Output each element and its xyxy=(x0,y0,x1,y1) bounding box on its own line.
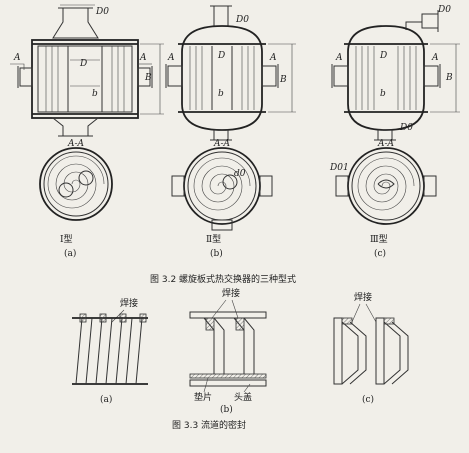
fig32b-top-dia-label: D0 xyxy=(235,15,249,25)
fig32c-bottom-dia-label: D0 xyxy=(399,123,413,133)
fig32c-main-dia-label: D xyxy=(379,51,387,61)
fig32b-height-label: B xyxy=(279,75,287,85)
fig33a-sub-label: (a) xyxy=(100,394,112,405)
fig32b-section: A-A d0 Ⅱ型 (b) xyxy=(171,139,273,259)
fig33-panel-c: 焊接 (c) xyxy=(333,291,409,405)
fig33b-head-label: 头盖 xyxy=(234,391,252,403)
fig32a-section-mark-left: A xyxy=(13,53,21,63)
fig33c-sub-label: (c) xyxy=(362,394,374,405)
fig32a-section: A-A Ⅰ型 (a) xyxy=(39,139,113,259)
fig32-panel-b: B D0 D b A A xyxy=(165,5,296,141)
fig32c-type-label: Ⅲ型 xyxy=(370,234,388,245)
fig32-caption: 图 3.2 螺旋板式热交换器的三种型式 xyxy=(150,273,296,285)
fig32b-sub-label: (b) xyxy=(210,248,223,259)
fig32a-main-dia-label: D xyxy=(79,59,87,69)
fig32c-section-label: A-A xyxy=(377,139,395,149)
fig32b-section-label: A-A xyxy=(213,139,231,149)
fig32c-section-mark-left: A xyxy=(335,53,343,63)
fig32b-section-mark-right: A xyxy=(269,53,277,63)
fig32c-sub-label: (c) xyxy=(374,248,386,259)
fig32-panel-a: B D0 D b A A xyxy=(10,4,164,137)
fig32a-section-label: A-A xyxy=(67,139,85,149)
fig32c-side-nozzle-label: D01 xyxy=(329,163,349,173)
fig33b-sub-label: (b) xyxy=(220,404,233,415)
fig33a-weld-label: 焊接 xyxy=(120,297,138,309)
fig32b-section-mark-left: A xyxy=(167,53,175,63)
fig32b-inner-label: b xyxy=(218,89,224,99)
fig33c-weld-label: 焊接 xyxy=(354,291,372,303)
fig32c-top-dia-label: D0 xyxy=(437,5,451,15)
fig32a-section-mark-right: A xyxy=(139,53,147,63)
fig32a-type-label: Ⅰ型 xyxy=(60,234,73,245)
fig33-panel-a: 焊接 (a) xyxy=(72,297,148,405)
fig32c-height-label: B xyxy=(445,73,453,83)
fig33b-weld-label: 焊接 xyxy=(222,287,240,299)
fig32b-main-dia-label: D xyxy=(217,51,225,61)
fig32b-center-label: d0 xyxy=(234,169,246,179)
fig32a-inner-label: b xyxy=(92,89,98,99)
fig32c-section: A-A D01 Ⅲ型 (c) xyxy=(329,139,437,259)
fig32a-top-dia-label: D0 xyxy=(95,7,109,17)
fig33-caption: 图 3.3 流道的密封 xyxy=(172,419,246,431)
fig32a-height-label: B xyxy=(144,73,152,83)
fig32c-section-mark-right: A xyxy=(431,53,439,63)
fig32c-inner-label: b xyxy=(380,89,386,99)
fig33b-gasket-label: 垫片 xyxy=(194,391,212,403)
fig32b-type-label: Ⅱ型 xyxy=(206,234,221,245)
fig32a-sub-label: (a) xyxy=(64,248,76,259)
fig33-panel-b: 焊接 垫片 头盖 (b) xyxy=(189,287,267,415)
fig32-panel-c: B D0 D0 D b A A xyxy=(331,5,460,141)
